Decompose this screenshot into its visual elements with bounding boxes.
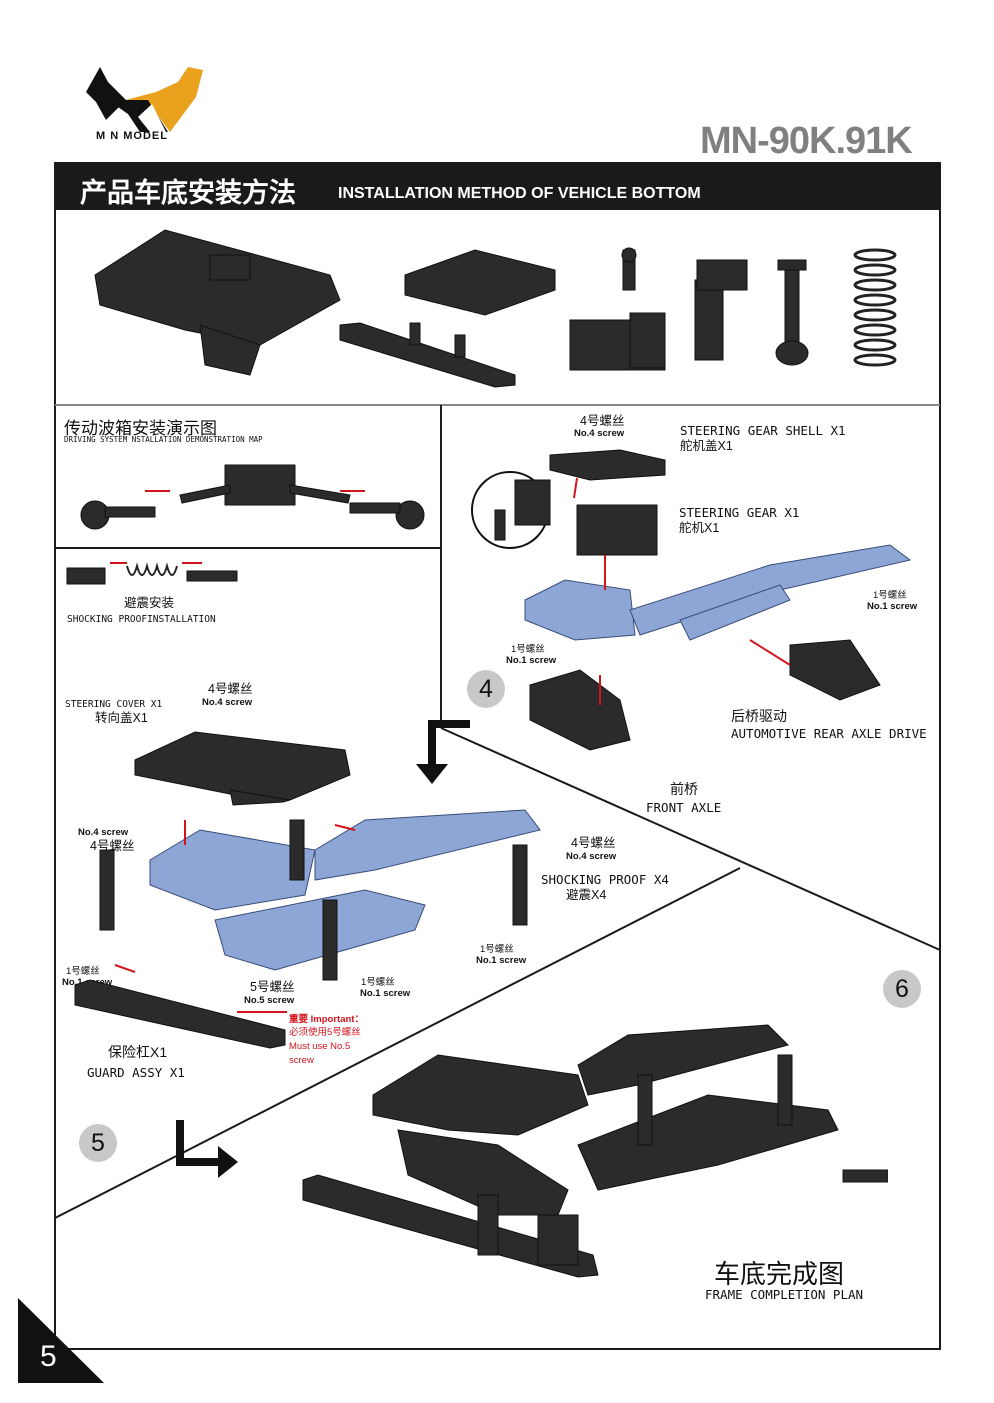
drive-demo-illustration: [80, 464, 425, 530]
step5-important-en1: Must use No.5: [289, 1041, 351, 1052]
shock-body-part: [775, 259, 809, 366]
step5-mid-screw1-cn: 1号螺丝: [480, 944, 514, 955]
shock-mount-part: [694, 259, 748, 361]
step5-important-en2: screw: [289, 1055, 314, 1066]
step4-left-screw1-cn: 1号螺丝: [511, 644, 545, 655]
step5-left-screw1-cn: 1号螺丝: [66, 966, 100, 977]
step4-right-screw1-cn: 1号螺丝: [873, 590, 907, 601]
step4-left-screw1-en: No.1 screw: [506, 655, 557, 666]
step5-shock-cn: 避震X4: [566, 888, 607, 902]
step4-front-axle-cn: 前桥: [670, 781, 698, 797]
step5-important-title: 重要 Important：: [289, 1014, 364, 1025]
drive-demo-title-en: DRIVING SYSTEM NSTALLATION DEMONSTRATION…: [64, 435, 263, 444]
step4-shell-cn: 舵机盖X1: [680, 439, 733, 453]
model-code: MN-90K.91K: [700, 120, 913, 162]
step5-cover-screw4-cn: 4号螺丝: [208, 682, 253, 696]
step6-number: 6: [883, 970, 921, 1008]
step5-guard-en: GUARD ASSY X1: [87, 1065, 185, 1080]
step4-screw4-cn: 4号螺丝: [580, 414, 625, 428]
step5-frame-illustration: [74, 731, 541, 1049]
step5-shock-en: SHOCKING PROOF X4: [541, 872, 669, 887]
step4-right-screw1-en: No.1 screw: [867, 601, 918, 612]
parts-overview: [94, 229, 897, 388]
page-title-en: INSTALLATION METHOD OF VEHICLE BOTTOM: [338, 185, 701, 202]
step5-number: 5: [79, 1124, 117, 1162]
page-title-cn: 产品车底安装方法: [80, 178, 296, 208]
step5-mid-screw1-en: No.1 screw: [476, 955, 527, 966]
step6-done-cn: 车底完成图: [714, 1259, 845, 1289]
spring-part: [853, 248, 897, 367]
step4-front-axle-en: FRONT AXLE: [646, 800, 722, 815]
step4-number: 4: [467, 670, 505, 708]
shock-install-label-cn: 避震安装: [124, 596, 175, 610]
drive-demo-title-cn: 传动波箱安装演示图: [64, 419, 217, 438]
step5-screw5-cn: 5号螺丝: [250, 980, 295, 994]
step5-cover-cn: 转向盖X1: [95, 711, 148, 725]
step5-bottom-screw1-en: No.1 screw: [360, 988, 411, 999]
shock-install-illustration: [66, 562, 238, 585]
step4-frame-illustration: [471, 449, 912, 751]
step6-done-en: FRAME COMPLETION PLAN: [705, 1287, 864, 1302]
step4-gear-en: STEERING GEAR X1: [679, 505, 800, 520]
logo-text: M N MODEL: [96, 130, 168, 142]
step6-frame-completion-illustration: [302, 1024, 888, 1278]
title-bar: [54, 162, 941, 210]
step5-screw5-en: No.5 screw: [244, 995, 295, 1006]
servo-arm-part: [621, 247, 637, 291]
page-number: 5: [40, 1340, 57, 1373]
step5-cover-screw4-en: No.4 screw: [202, 697, 253, 708]
step5-bottom-screw1-cn: 1号螺丝: [361, 977, 395, 988]
step5-right-screw4-en: No.4 screw: [566, 851, 617, 862]
guard-bar-part: [339, 322, 516, 388]
step5-cover-en: STEERING COVER X1: [65, 699, 163, 710]
steering-gear-shell-part: [404, 249, 556, 316]
step5-left-screw4-en: No.4 screw: [78, 827, 129, 838]
instruction-frame: [54, 162, 941, 1350]
mn-model-logo: [86, 67, 203, 132]
step4-rear-axle-en: AUTOMOTIVE REAR AXLE DRIVE: [731, 726, 927, 741]
step4-rear-axle-cn: 后桥驱动: [731, 708, 787, 724]
step5-guard-cn: 保险杠X1: [108, 1044, 168, 1060]
step4-screw4-en: No.4 screw: [574, 428, 625, 439]
shock-install-label-en: SHOCKING PROOFINSTALLATION: [67, 614, 216, 625]
steering-cover-part: [94, 229, 341, 376]
steering-gear-part: [569, 312, 666, 371]
step5-important-cn: 必须使用5号螺丝: [289, 1027, 361, 1038]
step4-gear-cn: 舵机X1: [679, 521, 720, 535]
step5-right-screw4-cn: 4号螺丝: [571, 836, 616, 850]
step4-shell-en: STEERING GEAR SHELL X1: [680, 423, 846, 438]
